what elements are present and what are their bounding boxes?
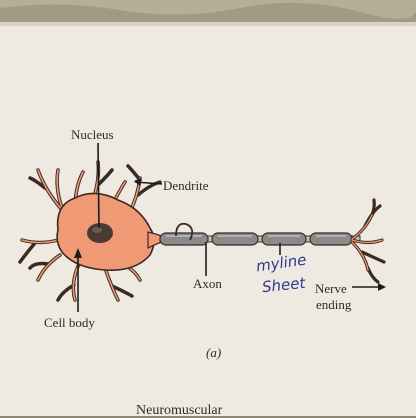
handwritten-sheet: Sheet	[261, 273, 307, 297]
nucleus	[87, 223, 113, 243]
figure-caption: (a)	[206, 345, 222, 360]
nucleus-highlight	[92, 227, 102, 233]
axon-label: Axon	[193, 276, 222, 291]
carpet-pattern	[0, 0, 416, 19]
nerve-ending-fill	[351, 214, 383, 271]
myelin-segment	[211, 232, 259, 246]
cell-body-label: Cell body	[44, 315, 95, 330]
myelin-segment	[309, 232, 353, 246]
nucleus-label: Nucleus	[71, 127, 114, 142]
paper-shadow	[0, 22, 416, 26]
myelin-sheath	[159, 232, 353, 246]
myelin-loop	[175, 222, 194, 241]
footer-text: Neuromuscular	[136, 403, 223, 418]
nerve-ending-label-line1: Nerve	[315, 281, 347, 296]
dendrite-label: Dendrite	[163, 178, 209, 193]
cell-body-arrowhead	[74, 248, 82, 258]
myelin-segment	[261, 232, 307, 246]
myelin-segment	[159, 232, 209, 246]
nerve-ending-arrowhead	[378, 283, 386, 291]
nerve-ending-label-line2: ending	[316, 297, 352, 312]
nucleus-pointer	[97, 142, 100, 229]
dendrite-arrowhead	[134, 178, 141, 186]
